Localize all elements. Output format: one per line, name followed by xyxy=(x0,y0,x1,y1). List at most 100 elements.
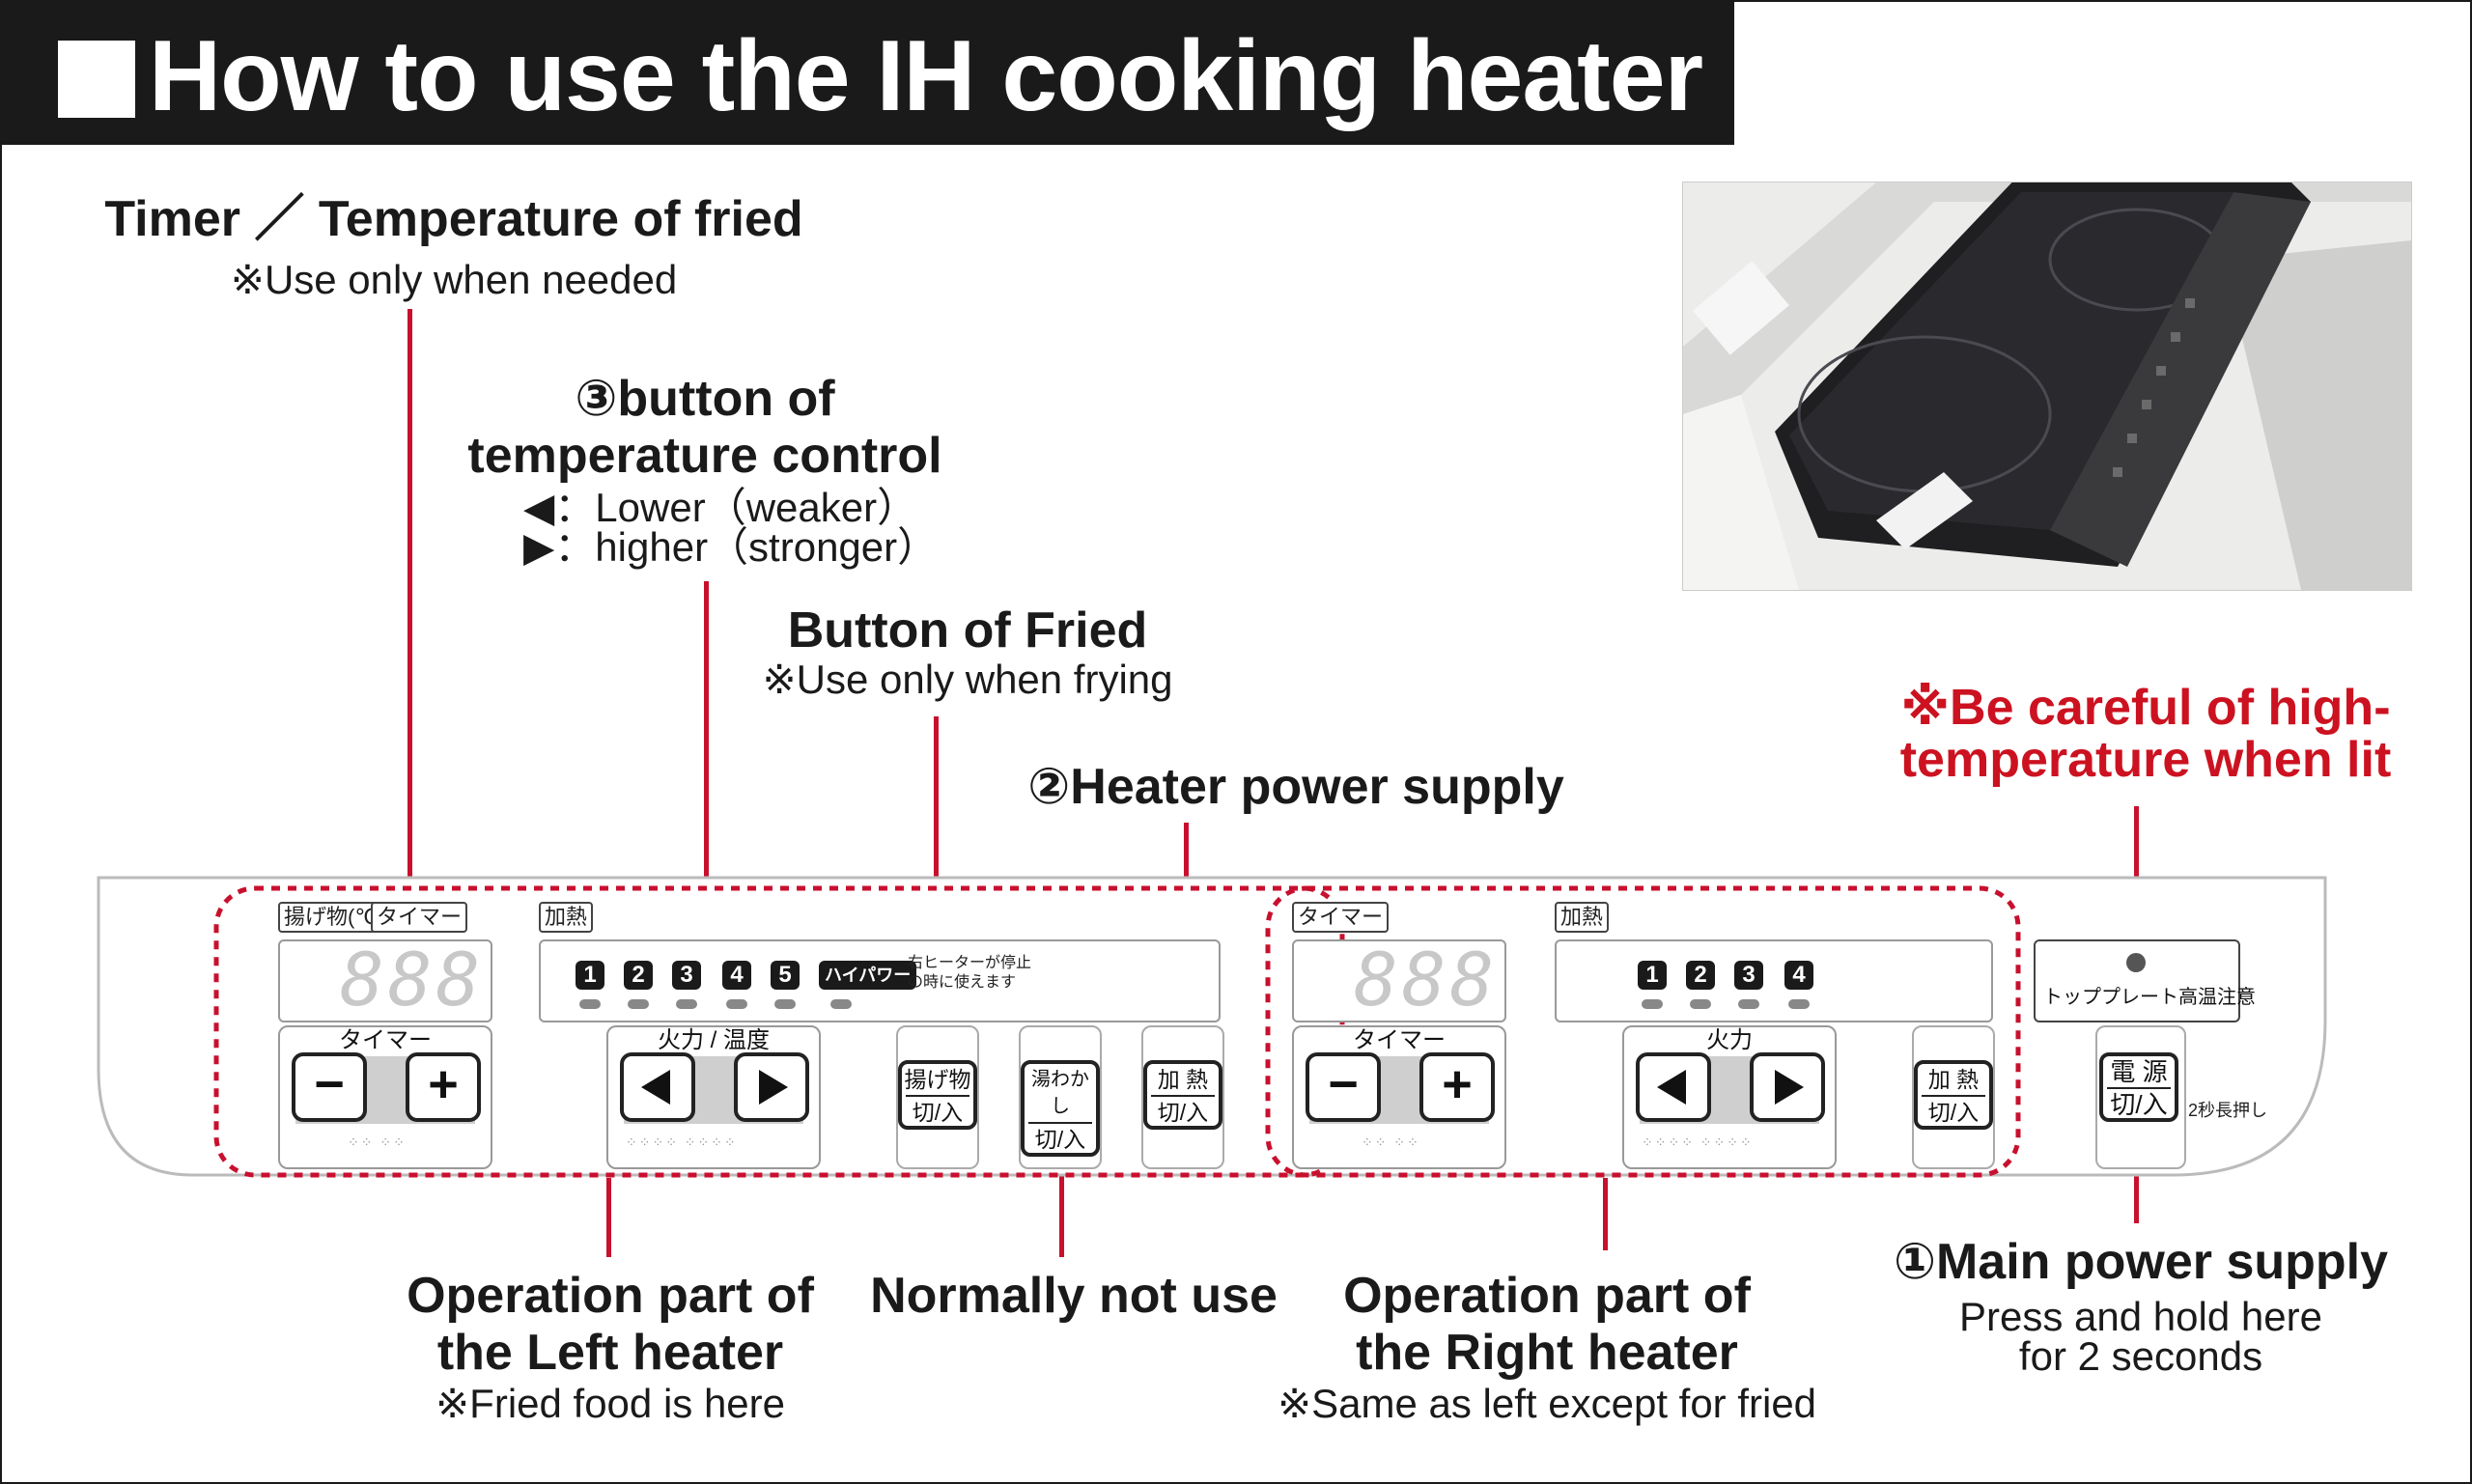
right-level-3: 3 xyxy=(1734,961,1763,990)
left-level-4: 4 xyxy=(722,961,751,990)
left-timer-braille: ⁘⁘ ⁘⁘ xyxy=(348,1134,407,1150)
fried-key-group: 揚げ物 切/入 xyxy=(896,1025,979,1169)
right-power-down-button[interactable] xyxy=(1636,1052,1711,1122)
fried-key-label: 揚げ物 xyxy=(904,1067,971,1092)
left-heat-onoff-button[interactable]: 加 熱 切/入 xyxy=(1143,1060,1222,1130)
left-timer-display: 888 xyxy=(278,939,492,1022)
fried-key-onoff: 切/入 xyxy=(912,1100,964,1125)
right-power-group: 火力 ⁘⁘⁘⁘ ⁘⁘⁘⁘ xyxy=(1622,1025,1837,1169)
boil-onoff-button[interactable]: 湯わかし 切/入 xyxy=(1021,1060,1100,1157)
right-timer-caption: タイマー xyxy=(1353,1027,1446,1053)
fried-key-divider xyxy=(906,1095,969,1097)
main-power-label: ①Main power supply xyxy=(1893,1234,2389,1290)
right-power-up-button[interactable] xyxy=(1750,1052,1825,1122)
fried-note: ※Use only when frying xyxy=(762,657,1173,702)
left-power-caption: 火力 / 温度 xyxy=(657,1027,770,1053)
left-power-down-button[interactable] xyxy=(620,1052,695,1122)
left-heat-key-onoff: 切/入 xyxy=(1157,1100,1209,1125)
temp-label-line2: temperature control xyxy=(467,428,942,484)
tag-heat-left: 加熱 xyxy=(539,902,594,933)
left-led-2 xyxy=(628,999,649,1009)
left-op-note: ※Fried food is here xyxy=(435,1381,786,1426)
fried-onoff-button[interactable]: 揚げ物 切/入 xyxy=(898,1060,977,1130)
tag-timer-left: タイマー xyxy=(371,902,468,933)
right-heat-key-group: 加 熱 切/入 xyxy=(1912,1025,1995,1169)
top-plate-warning: トッププレート高温注意 xyxy=(2034,939,2256,1022)
right-level-1: 1 xyxy=(1638,961,1667,990)
boil-key-group: 湯わかし 切/入 xyxy=(1019,1025,1102,1169)
left-note-line2: の時に使えます xyxy=(908,974,1017,991)
timer-note: ※Use only when needed xyxy=(230,257,678,302)
right-timer-group: タイマー − + ⁘⁘ ⁘⁘ xyxy=(1292,1025,1506,1169)
left-arrow-icon xyxy=(641,1070,670,1105)
left-power-braille: ⁘⁘⁘⁘ ⁘⁘⁘⁘ xyxy=(626,1134,738,1150)
right-power-caption: 火力 xyxy=(1706,1027,1753,1053)
left-op-leader-line xyxy=(606,1178,611,1257)
right-heat-onoff-button[interactable]: 加 熱 切/入 xyxy=(1914,1060,1993,1130)
warning-text: トッププレート高温注意 xyxy=(2043,987,2256,1008)
left-level-1: 1 xyxy=(576,961,604,990)
right-arrow-icon xyxy=(1775,1070,1804,1105)
left-seg-digits: 888 xyxy=(340,937,485,1022)
right-heat-key-label: 加 熱 xyxy=(1927,1067,1980,1092)
cooktop-photo xyxy=(1682,182,2412,591)
left-level-5: 5 xyxy=(771,961,800,990)
control-panel: 揚げ物(℃) タイマー 加熱 888 1 2 3 4 5 ハイパワー 右ヒーター… xyxy=(97,876,2327,1178)
left-heat-key-group: 加 熱 切/入 xyxy=(1141,1025,1224,1169)
main-key-label: 電 源 xyxy=(2110,1057,2168,1086)
right-timer-plus-button[interactable]: + xyxy=(1419,1052,1495,1122)
hold-note: 2秒長押し xyxy=(2188,1101,2268,1120)
right-heat-key-onoff: 切/入 xyxy=(1927,1100,1980,1125)
page-title: How to use the IH cooking heater xyxy=(149,20,1703,132)
left-power-up-button[interactable] xyxy=(734,1052,809,1122)
right-heat-key-divider xyxy=(1922,1095,1985,1097)
warning-lamp-icon xyxy=(2126,953,2146,972)
right-led-3 xyxy=(1738,999,1759,1009)
left-timer-plus-button[interactable]: + xyxy=(406,1052,481,1122)
main-power-group: 電 源 切/入 xyxy=(2095,1025,2186,1169)
right-op-leader-line xyxy=(1603,1178,1608,1250)
temp-higher-note: ▶：higher（stronger） xyxy=(523,524,939,570)
left-timer-group: タイマー − + ⁘⁘ ⁘⁘ xyxy=(278,1025,492,1169)
right-level-4: 4 xyxy=(1784,961,1813,990)
main-power-note-line1: Press and hold here xyxy=(1959,1294,2322,1339)
timer-label: Timer ／ Temperature of fried xyxy=(104,191,803,247)
tag-timer-right: タイマー xyxy=(1292,902,1390,933)
timer-leader-line xyxy=(407,309,412,1120)
left-high-power: ハイパワー xyxy=(819,961,917,990)
left-timer-caption: タイマー xyxy=(339,1027,432,1053)
careful-label-line2: temperature when lit xyxy=(1899,732,2392,788)
title-bar: How to use the IH cooking heater xyxy=(2,2,1734,145)
left-led-6 xyxy=(830,999,852,1009)
boil-key-divider xyxy=(1028,1122,1092,1124)
fried-label: Button of Fried xyxy=(787,602,1148,658)
main-key-onoff: 切/入 xyxy=(2110,1090,2168,1119)
left-led-1 xyxy=(579,999,601,1009)
careful-label-line1: ※Be careful of high- xyxy=(1900,680,2391,736)
right-seg-digits: 888 xyxy=(1354,937,1499,1022)
main-power-button[interactable]: 電 源 切/入 xyxy=(2099,1052,2178,1122)
normally-label: Normally not use xyxy=(870,1268,1278,1324)
left-heat-key-divider xyxy=(1151,1095,1215,1097)
left-led-5 xyxy=(774,999,796,1009)
right-op-note: ※Same as left except for fried xyxy=(1277,1381,1817,1426)
right-level-2: 2 xyxy=(1686,961,1715,990)
boil-key-onoff: 切/入 xyxy=(1034,1127,1086,1152)
left-level-3: 3 xyxy=(672,961,701,990)
right-op-label-line2: the Right heater xyxy=(1356,1325,1738,1381)
left-arrow-icon xyxy=(1657,1070,1686,1105)
left-led-4 xyxy=(726,999,747,1009)
temp-leader-line xyxy=(704,581,709,1107)
boil-key-label: 湯わかし xyxy=(1031,1069,1089,1117)
right-led-1 xyxy=(1642,999,1663,1009)
heater-label: ②Heater power supply xyxy=(1027,759,1564,815)
left-timer-minus-button[interactable]: − xyxy=(292,1052,367,1122)
right-timer-minus-button[interactable]: − xyxy=(1306,1052,1381,1122)
right-op-label-line1: Operation part of xyxy=(1343,1268,1751,1324)
left-level-display: 1 2 3 4 5 ハイパワー 右ヒーターが停止 の時に使えます xyxy=(539,939,1221,1022)
left-led-3 xyxy=(676,999,697,1009)
main-power-note-line2: for 2 seconds xyxy=(2018,1333,2263,1379)
left-op-label-line2: the Left heater xyxy=(436,1325,784,1381)
right-led-2 xyxy=(1690,999,1711,1009)
